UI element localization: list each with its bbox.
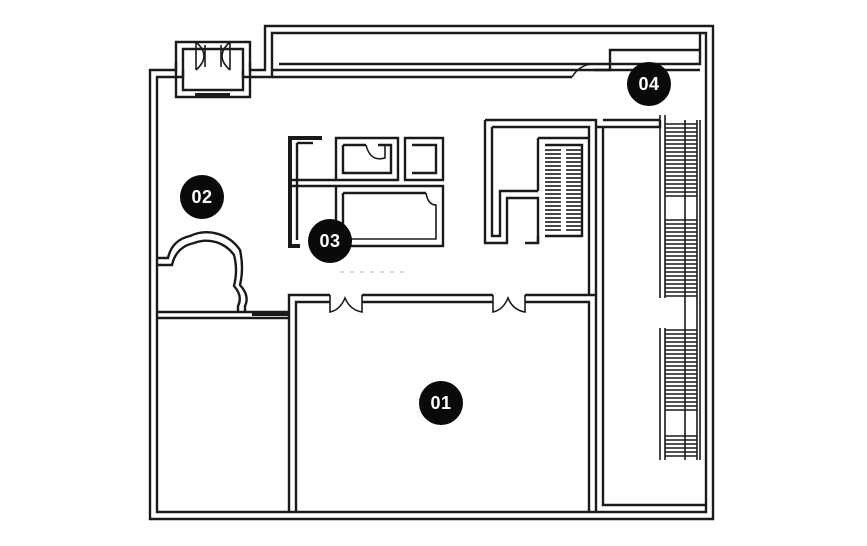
marker-02-label: 02 — [191, 187, 212, 207]
entrance-vestibule — [174, 41, 252, 99]
marker-01: 01 — [419, 381, 463, 425]
marker-03: 03 — [308, 219, 352, 263]
central-rooms — [288, 136, 445, 248]
marker-02: 02 — [180, 175, 224, 219]
right-corridor — [596, 115, 706, 507]
service-core — [483, 118, 598, 295]
left-lower-room — [157, 310, 289, 320]
rotunda — [157, 231, 248, 312]
outer-walls — [148, 24, 715, 521]
marker-03-label: 03 — [319, 231, 340, 251]
escalator-lower — [665, 329, 697, 457]
marker-04: 04 — [627, 62, 671, 106]
marker-01-label: 01 — [430, 393, 451, 413]
core-stair — [545, 149, 582, 231]
room-01-walls — [287, 293, 598, 512]
escalator-upper — [665, 123, 697, 297]
top-corridor — [272, 33, 702, 79]
marker-04-label: 04 — [638, 74, 659, 94]
